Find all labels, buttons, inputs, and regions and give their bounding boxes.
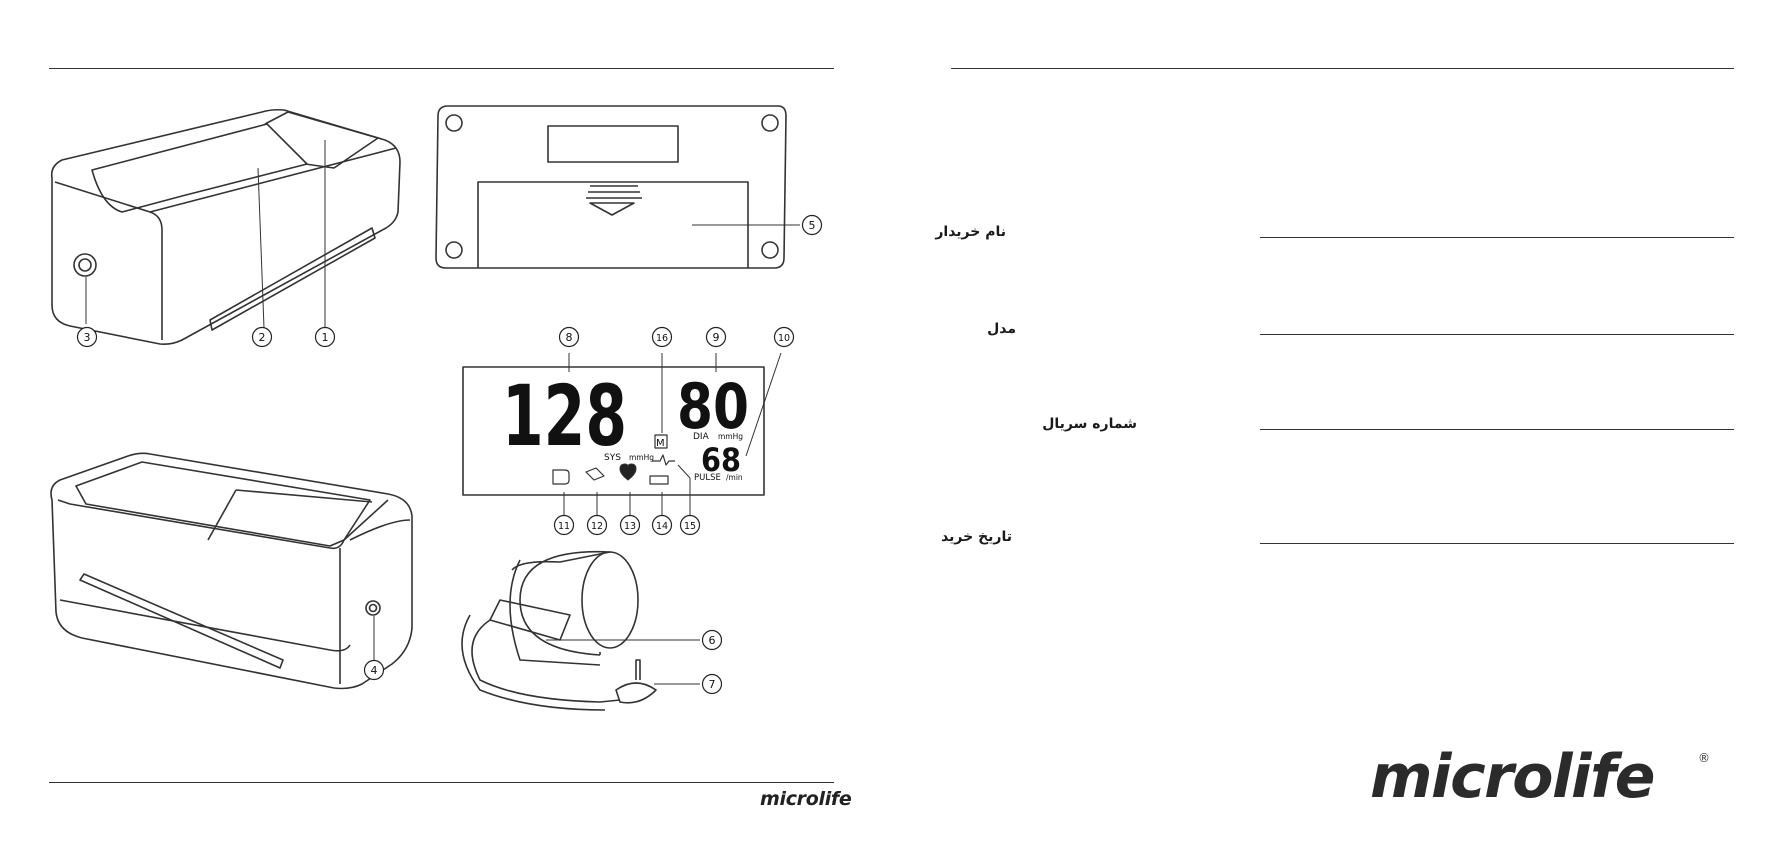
device-bottom-illustration [436, 106, 800, 268]
callout-3: 3 [84, 331, 91, 344]
serial-number-label: شماره سریال [1042, 416, 1137, 432]
lcd-memory-label: M [656, 438, 665, 449]
callout-5: 5 [809, 219, 816, 232]
buyer-name-label: نام خریدار [935, 224, 1006, 240]
callout-10: 10 [778, 333, 790, 344]
purchase-date-line[interactable] [1260, 543, 1734, 544]
top-rule [951, 68, 1734, 69]
brand-logo-large: microlife [1370, 742, 1654, 812]
device-rear-illustration [51, 453, 412, 688]
callout-7: 7 [709, 678, 716, 691]
model-label: مدل [987, 321, 1016, 337]
callout-9: 9 [713, 331, 720, 344]
callout-16: 16 [656, 333, 668, 344]
buyer-name-line[interactable] [1260, 237, 1734, 238]
callout-13: 13 [624, 521, 636, 532]
callout-4: 4 [371, 664, 378, 677]
registered-mark: ® [1698, 751, 1710, 765]
callout-2: 2 [259, 331, 266, 344]
right-page: نام خریدار مدل شماره سریال تاریخ خرید mi… [891, 0, 1781, 849]
callout-12: 12 [591, 521, 603, 532]
brand-logo-small: microlife [760, 788, 851, 810]
callout-14: 14 [656, 521, 668, 532]
callout-15: 15 [684, 521, 696, 532]
callout-6: 6 [709, 634, 716, 647]
lcd-dia-label: DIA [693, 432, 710, 442]
lcd-dia-unit: mmHg [718, 432, 743, 441]
lcd-sys-value: 128 [502, 367, 627, 465]
device-front-illustration [52, 110, 400, 344]
callout-11: 11 [558, 521, 570, 532]
lcd-pulse-label: PULSE [694, 473, 721, 483]
lcd-sys-label: SYS [604, 453, 621, 463]
purchase-date-label: تاریخ خرید [941, 529, 1012, 545]
serial-number-line[interactable] [1260, 429, 1734, 430]
left-page: 128 80 68 SYS mmHg DIA mmHg PULSE /min M [0, 0, 890, 849]
lcd-sys-unit: mmHg [629, 453, 654, 462]
model-line[interactable] [1260, 334, 1734, 335]
device-illustrations: 128 80 68 SYS mmHg DIA mmHg PULSE /min M [0, 0, 890, 849]
callout-1: 1 [322, 331, 329, 344]
cuff-illustration [462, 552, 700, 710]
lcd-pulse-unit: /min [726, 473, 743, 482]
callout-8: 8 [566, 331, 573, 344]
